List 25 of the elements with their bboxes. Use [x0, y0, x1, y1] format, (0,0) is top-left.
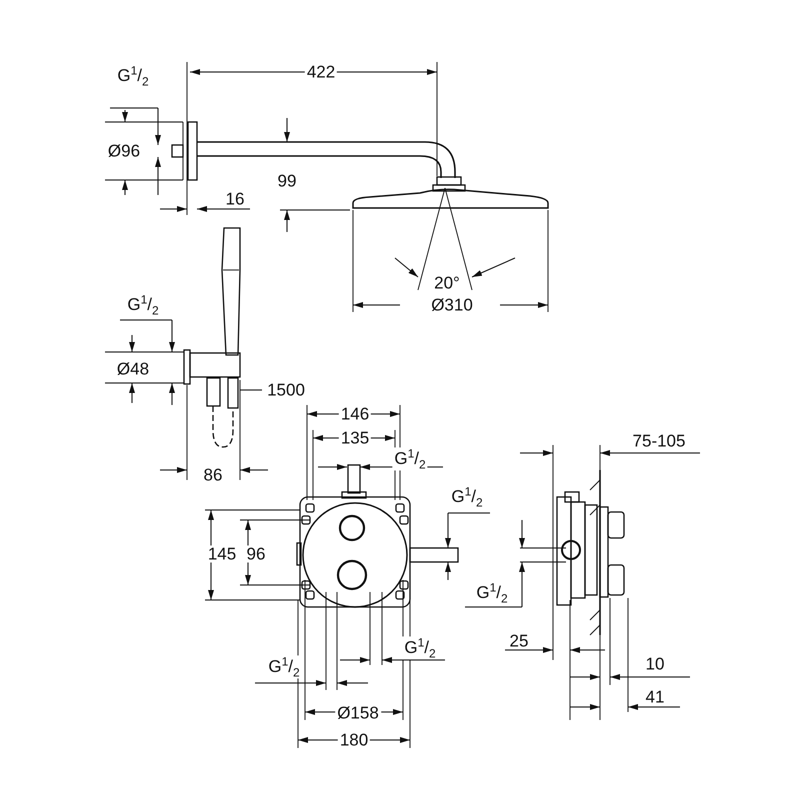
thread-size-label: G$^{1}$/$_{2}$ [115, 64, 151, 88]
dimension-value: 422 [304, 64, 338, 80]
thread-size-label: G$^{1}$/$_{2}$ [125, 293, 161, 317]
thread-size-label: G$^{1}$/$_{2}$ [449, 485, 485, 509]
dimension-value: Ø310 [429, 296, 475, 314]
thread-size-label: G$^{1}$/$_{2}$ [474, 581, 510, 605]
thread-size-label: G$^{1}$/$_{2}$ [266, 655, 302, 679]
dimension-value: Ø96 [106, 142, 142, 160]
dimension-value: Ø158 [335, 704, 381, 722]
dimension-value: 16 [224, 190, 246, 208]
dimension-value: 180 [338, 732, 370, 748]
thread-size-label: G$^{1}$/$_{2}$ [402, 636, 438, 660]
dimension-value: 146 [338, 406, 372, 422]
dimension-value: 1500 [265, 382, 307, 398]
dimension-value: Ø48 [114, 360, 152, 378]
dimension-value: 96 [244, 546, 268, 562]
dimension-value: 86 [202, 466, 224, 484]
dimension-value: 99 [276, 172, 298, 190]
dimension-value: 75-105 [630, 432, 688, 450]
dimension-value: 25 [508, 632, 530, 650]
dimension-value: 20° [432, 274, 462, 292]
dimension-value: 10 [644, 656, 666, 672]
dimension-value: 41 [644, 688, 666, 706]
thread-size-label: G$^{1}$/$_{2}$ [392, 447, 428, 471]
dimension-value: 135 [338, 430, 372, 446]
